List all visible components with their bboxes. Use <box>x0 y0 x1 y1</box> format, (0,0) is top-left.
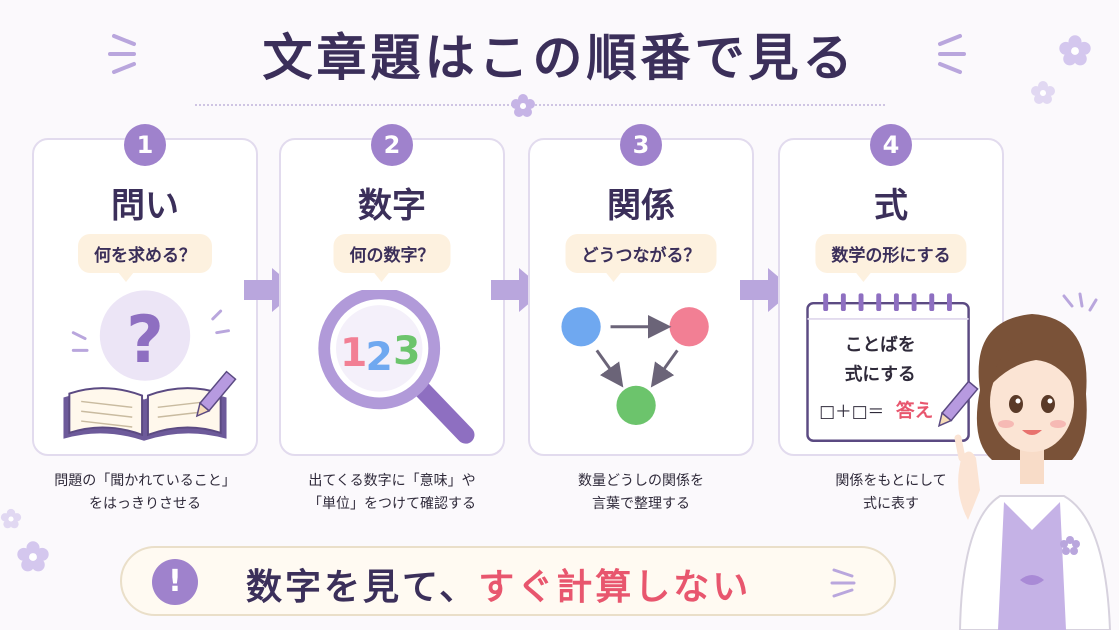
formula-answer: 答え <box>896 400 933 422</box>
magnifier-icon <box>318 290 475 444</box>
note-line-2: 式にする <box>845 363 916 385</box>
step-question-bubble: 何を求める？ <box>78 234 212 282</box>
step-title: 問い <box>111 186 179 226</box>
formula-text: □＋□＝ <box>819 402 884 421</box>
step-card-4: 4 式 数学の形にする ことばを 式にする □＋□＝ 答え <box>778 124 1004 456</box>
notepad-illustration: ことばを 式にする □＋□＝ 答え <box>806 293 979 442</box>
flower-icon <box>1059 35 1091 66</box>
circle-blue <box>561 307 601 347</box>
step-title: 式 <box>874 186 908 226</box>
title-divider <box>195 104 885 106</box>
circle-pink <box>669 307 709 347</box>
notepad-icon <box>806 293 970 442</box>
step-number-badge: 1 <box>124 124 166 166</box>
step-number-badge: 4 <box>870 124 912 166</box>
step-description-1: 問題の「聞かれていること」 をはっきりさせる <box>54 473 236 512</box>
step-question-bubble: 何の数字？ <box>333 234 451 282</box>
magnifier-illustration: 1 2 3 <box>318 290 475 444</box>
sparkle-icon <box>830 568 856 598</box>
circle-green <box>616 385 656 426</box>
pencil-icon <box>937 380 979 428</box>
question-mark-icon: ? <box>126 303 164 378</box>
banner-text-highlight: すぐ計算しない <box>478 567 752 608</box>
digit-2: 2 <box>366 335 393 380</box>
step-question-bubble: 数学の形にする <box>815 234 967 282</box>
flower-icon <box>511 94 535 117</box>
step-title: 関係 <box>607 186 675 226</box>
banner-message: 数字を見て、すぐ計算しない <box>246 558 751 610</box>
exclamation-icon: ! <box>152 559 198 605</box>
step-description-2: 出てくる数字に「意味」や 「単位」をつけて確認する <box>308 473 476 512</box>
note-line-1: ことばを <box>845 334 916 355</box>
sparkle-icon-right <box>938 34 966 74</box>
flower-icon <box>17 541 49 572</box>
step-title: 数字 <box>358 186 426 226</box>
step-description-3: 数量どうしの関係を 言葉で整理する <box>578 473 704 512</box>
step-card-3: 3 関係 どうつながる？ <box>528 124 754 456</box>
question-book-illustration: ? <box>63 290 237 441</box>
flower-icon <box>1060 536 1080 555</box>
flower-icon <box>1031 81 1055 104</box>
banner-text-normal: 数字を見て、 <box>246 567 479 608</box>
step-number-badge: 3 <box>620 124 662 166</box>
step-description-4: 関係をもとにして 式に表す <box>835 473 947 512</box>
page-title: 文章題はこの順番で見る <box>262 29 857 87</box>
sparkle-icon-left <box>108 34 136 74</box>
digit-1: 1 <box>340 331 367 376</box>
step-card-2: 2 数字 何の数字？ 1 2 3 <box>279 124 505 456</box>
flower-icon <box>0 508 22 529</box>
pencil-icon <box>195 370 237 418</box>
tip-banner: ! 数字を見て、すぐ計算しない <box>120 546 896 616</box>
relation-illustration <box>561 307 709 426</box>
step-question-bubble: どうつながる？ <box>565 234 717 282</box>
digit-3: 3 <box>393 329 420 374</box>
step-number-badge: 2 <box>371 124 413 166</box>
teacher-illustration <box>954 292 1112 630</box>
step-card-1: 1 問い 何を求める？ ? <box>32 124 258 456</box>
